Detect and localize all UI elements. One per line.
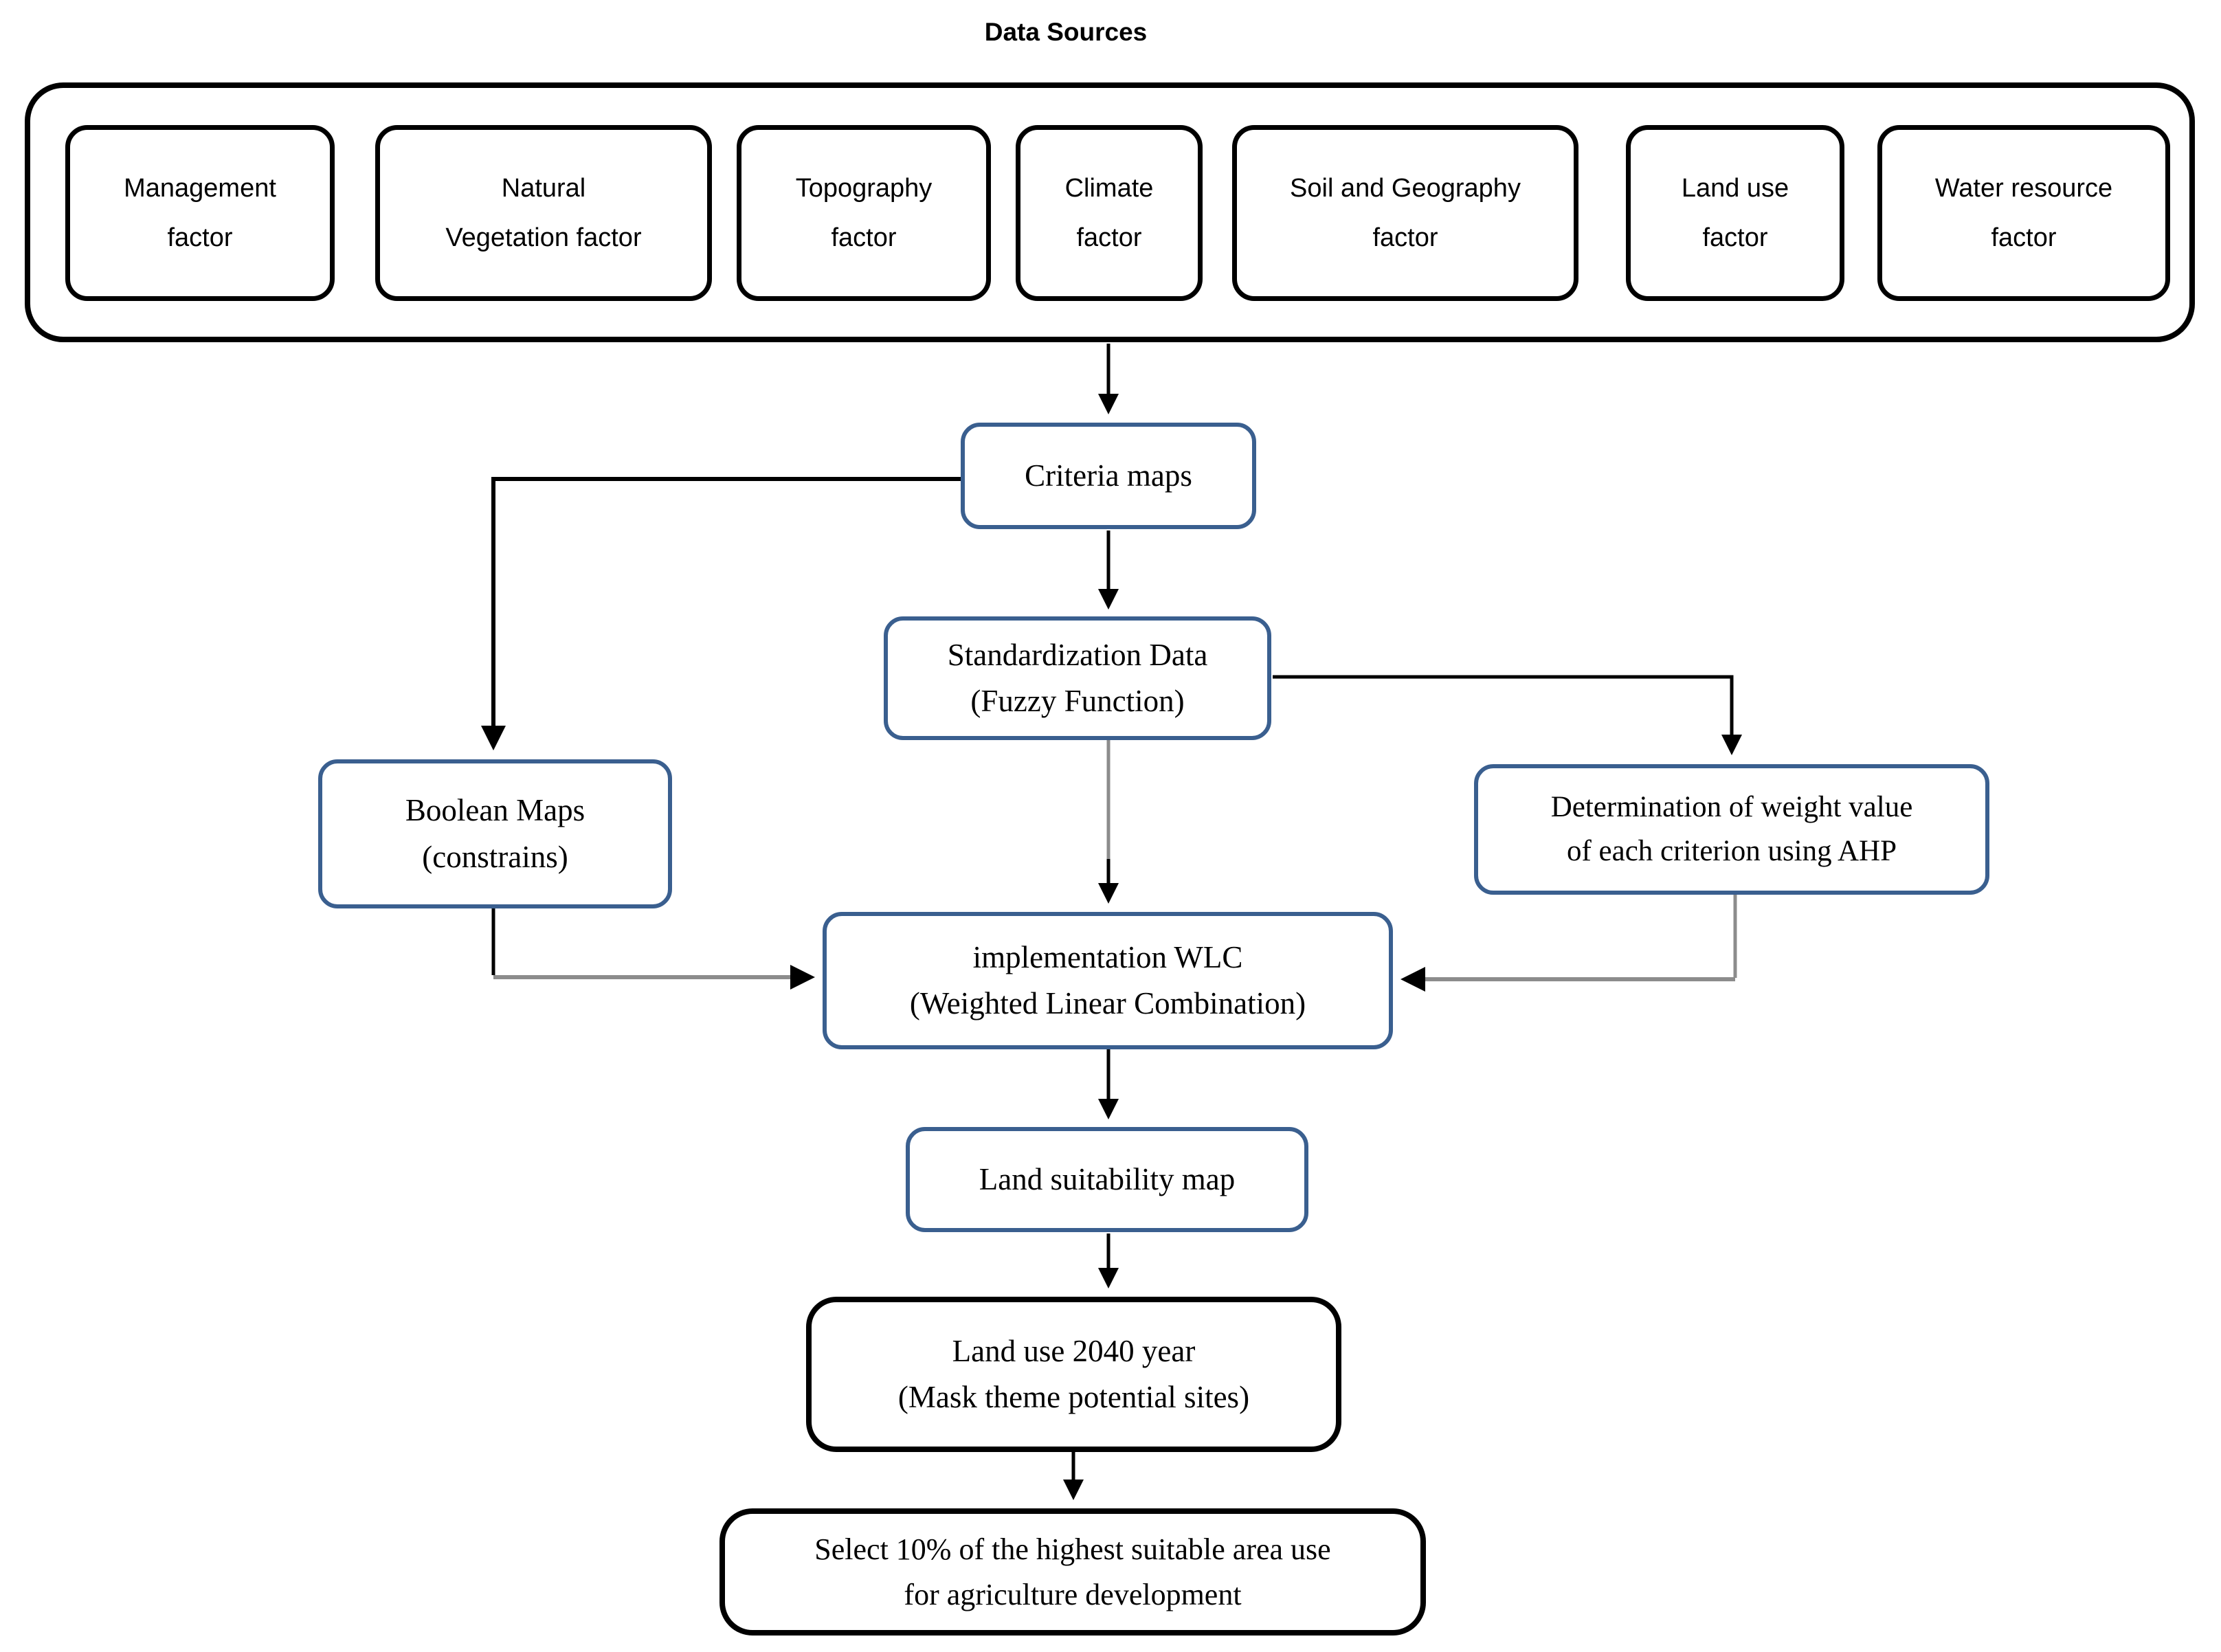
node-label: Natural	[501, 173, 586, 203]
node-label: factor	[1372, 223, 1438, 252]
node-topography-factor: Topography factor	[737, 125, 991, 301]
node-label: (Weighted Linear Combination)	[909, 986, 1306, 1020]
node-label: (constrains)	[422, 839, 568, 874]
node-label: Standardization Data	[947, 637, 1208, 672]
node-natural-vegetation-factor: Natural Vegetation factor	[375, 125, 712, 301]
node-label: Select 10% of the highest suitable area …	[814, 1532, 1331, 1566]
node-label: (Mask theme potential sites)	[897, 1380, 1250, 1414]
node-wlc-implementation: implementation WLC (Weighted Linear Comb…	[823, 912, 1393, 1049]
node-land-use-factor: Land use factor	[1626, 125, 1844, 301]
node-label: of each criterion using AHP	[1566, 835, 1897, 867]
node-boolean-maps: Boolean Maps (constrains)	[318, 759, 672, 908]
node-label: factor	[1991, 223, 2057, 252]
node-label: Land use	[1681, 173, 1789, 203]
node-criteria-maps: Criteria maps	[961, 423, 1256, 529]
node-label: Water resource	[1934, 173, 2113, 203]
node-label: (Fuzzy Function)	[970, 684, 1185, 718]
node-label: Boolean Maps	[405, 793, 585, 827]
node-label: Topography	[795, 173, 933, 203]
node-label: factor	[831, 223, 897, 252]
node-soil-geography-factor: Soil and Geography factor	[1232, 125, 1578, 301]
node-label: Land use 2040 year	[952, 1333, 1196, 1368]
node-label: factor	[167, 223, 233, 252]
node-label: factor	[1076, 223, 1142, 252]
node-label: factor	[1702, 223, 1768, 252]
node-land-suitability-map: Land suitability map	[906, 1127, 1308, 1232]
node-label: for agriculture development	[904, 1577, 1242, 1611]
node-label: Climate	[1064, 173, 1154, 203]
node-ahp-weight-determination: Determination of weight value of each cr…	[1474, 764, 1989, 895]
node-climate-factor: Climate factor	[1016, 125, 1203, 301]
node-label: implementation WLC	[972, 939, 1243, 974]
node-label: Soil and Geography	[1290, 173, 1521, 203]
node-label: Land suitability map	[979, 1161, 1236, 1196]
node-label: Vegetation factor	[445, 223, 642, 252]
node-label: Criteria maps	[1025, 458, 1192, 493]
node-land-use-2040: Land use 2040 year (Mask theme potential…	[806, 1297, 1341, 1452]
node-standardization-data: Standardization Data (Fuzzy Function)	[884, 616, 1271, 740]
node-management-factor: Management factor	[65, 125, 335, 301]
node-label: Management	[124, 173, 276, 203]
node-label: Determination of weight value	[1550, 790, 1913, 823]
node-water-resource-factor: Water resource factor	[1877, 125, 2170, 301]
node-select-10-percent: Select 10% of the highest suitable area …	[719, 1508, 1426, 1636]
diagram-title: Data Sources	[984, 18, 1148, 46]
